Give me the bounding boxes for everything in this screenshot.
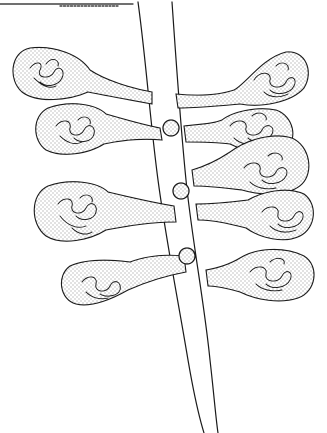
- left-pod-1: [13, 47, 152, 104]
- right-pod-3: [192, 136, 309, 194]
- right-pod-4: [196, 190, 313, 239]
- right-pod-1: [176, 52, 308, 108]
- left-pod-3: [34, 182, 176, 241]
- top-edge-line: [0, 4, 133, 6]
- stalk-node-2: [173, 183, 189, 199]
- right-pod-5: [206, 249, 314, 300]
- left-pod-4: [61, 255, 186, 305]
- stalk-node-3: [179, 248, 195, 264]
- stalk-node-1: [163, 120, 179, 136]
- left-pod-2: [36, 104, 162, 155]
